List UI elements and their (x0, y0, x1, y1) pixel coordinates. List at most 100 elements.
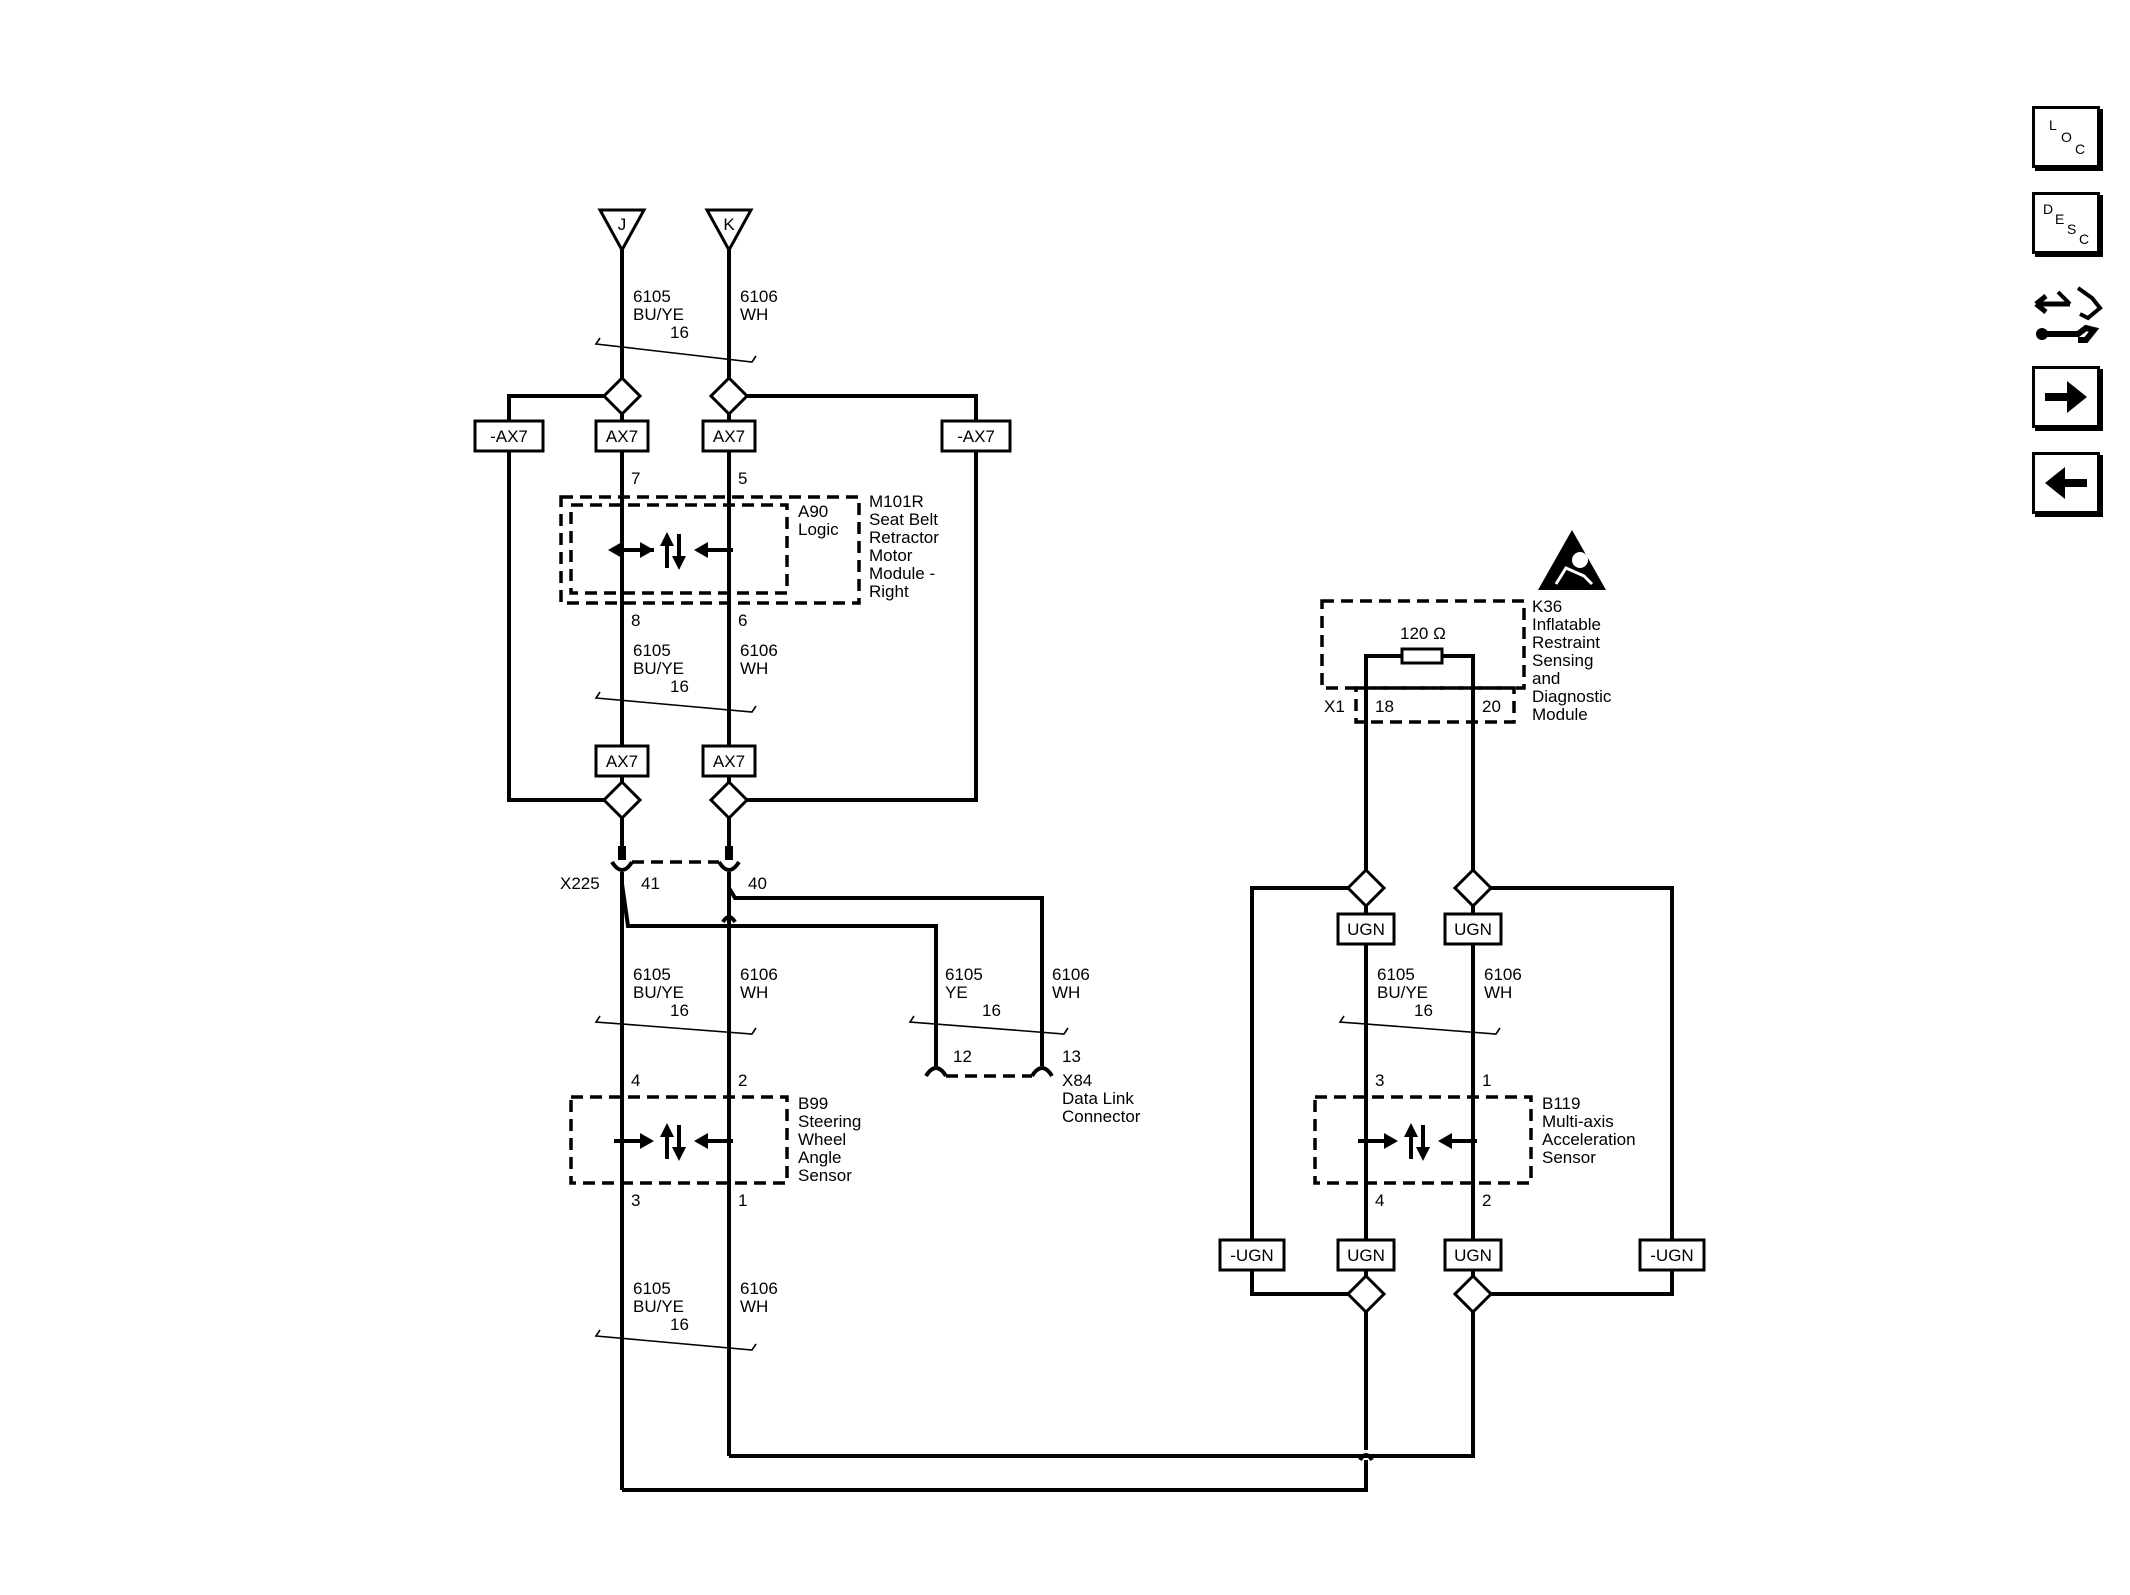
svg-text:WH: WH (740, 1297, 768, 1316)
svg-text:UGN: UGN (1347, 920, 1385, 939)
option-box-ugn: UGN (1443, 912, 1503, 946)
pin-label: 7 (631, 469, 640, 488)
svg-text:X1: X1 (1324, 697, 1345, 716)
svg-text:13: 13 (1062, 1047, 1081, 1066)
svg-text:AX7: AX7 (713, 752, 745, 771)
offpage-connector-j[interactable]: J (597, 208, 647, 254)
loc-button[interactable]: L O C (2032, 106, 2100, 168)
offpage-connector-k[interactable]: K (704, 208, 754, 254)
option-box-ax7: AX7 (594, 744, 650, 778)
option-box-ax7: AX7 (701, 419, 757, 453)
svg-text:X225: X225 (560, 874, 600, 893)
svg-text:A90: A90 (798, 502, 828, 521)
connector-tools-button[interactable] (2030, 278, 2104, 346)
svg-text:16: 16 (670, 1315, 689, 1334)
svg-text:41: 41 (641, 874, 660, 893)
svg-text:BU/YE: BU/YE (633, 1297, 684, 1316)
svg-text:BU/YE: BU/YE (633, 983, 684, 1002)
b99-steering-wheel-angle-sensor: B99 Steering Wheel Angle Sensor (569, 1094, 861, 1185)
svg-text:3: 3 (631, 1191, 640, 1210)
option-box-ugn: UGN (1336, 912, 1396, 946)
b119-multi-axis-acceleration-sensor: B119 Multi-axis Acceleration Sensor (1313, 1094, 1636, 1185)
pin-label: 5 (738, 469, 747, 488)
svg-text:-UGN: -UGN (1650, 1246, 1693, 1265)
svg-text:K: K (723, 215, 735, 234)
desc-button[interactable]: D E S C (2032, 192, 2100, 254)
previous-page-button[interactable] (2032, 452, 2100, 514)
svg-text:Diagnostic: Diagnostic (1532, 687, 1612, 706)
svg-text:WH: WH (740, 659, 768, 678)
svg-text:Seat Belt: Seat Belt (869, 510, 938, 529)
arrow-left-icon (2045, 467, 2087, 499)
svg-text:Wheel: Wheel (798, 1130, 846, 1149)
svg-text:Module -: Module - (869, 564, 935, 583)
m101r-module: A90 Logic M101R Seat Belt Retractor Moto… (559, 492, 939, 605)
wire-gauge-label: 16 (670, 323, 689, 342)
svg-text:YE: YE (945, 983, 968, 1002)
svg-text:WH: WH (1052, 983, 1080, 1002)
svg-text:6106: 6106 (1484, 965, 1522, 984)
svg-text:1: 1 (738, 1191, 747, 1210)
svg-text:6105: 6105 (945, 965, 983, 984)
svg-text:16: 16 (982, 1001, 1001, 1020)
svg-text:40: 40 (748, 874, 767, 893)
svg-text:3: 3 (1375, 1071, 1384, 1090)
svg-text:B119: B119 (1542, 1094, 1580, 1113)
svg-text:18: 18 (1375, 697, 1394, 716)
option-box-ugn: UGN (1443, 1238, 1503, 1272)
splice-diamond (601, 375, 643, 417)
svg-text:BU/YE: BU/YE (1377, 983, 1428, 1002)
svg-text:WH: WH (1484, 983, 1512, 1002)
airbag-warning-icon (1538, 530, 1606, 590)
arrow-right-icon (2045, 381, 2087, 413)
svg-text:4: 4 (631, 1071, 640, 1090)
wire-6106-label: 6106 (740, 287, 778, 306)
wire-6105-label: 6105 (633, 287, 671, 306)
svg-text:6105: 6105 (633, 1279, 671, 1298)
svg-text:Sensing: Sensing (1532, 651, 1593, 670)
svg-text:UGN: UGN (1347, 1246, 1385, 1265)
svg-text:2: 2 (738, 1071, 747, 1090)
svg-text:Restraint: Restraint (1532, 633, 1600, 652)
svg-text:6105: 6105 (633, 965, 671, 984)
svg-text:Module: Module (1532, 705, 1588, 724)
option-box-ax7: AX7 (594, 419, 650, 453)
svg-text:and: and (1532, 669, 1560, 688)
svg-text:2: 2 (1482, 1191, 1491, 1210)
svg-text:1: 1 (1482, 1071, 1491, 1090)
svg-text:120 Ω: 120 Ω (1400, 624, 1446, 643)
svg-text:12: 12 (953, 1047, 972, 1066)
svg-text:UGN: UGN (1454, 920, 1492, 939)
svg-text:Logic: Logic (798, 520, 839, 539)
svg-text:6106: 6106 (740, 965, 778, 984)
svg-text:-AX7: -AX7 (957, 427, 995, 446)
svg-text:AX7: AX7 (606, 752, 638, 771)
svg-text:AX7: AX7 (713, 427, 745, 446)
svg-text:-AX7: -AX7 (490, 427, 528, 446)
svg-text:J: J (618, 215, 627, 234)
svg-text:6106: 6106 (740, 641, 778, 660)
splice-diamond (601, 779, 643, 821)
svg-text:6106: 6106 (1052, 965, 1090, 984)
wire-color-label: WH (740, 305, 768, 324)
svg-text:B99: B99 (798, 1094, 828, 1113)
pin-label: 6 (738, 611, 747, 630)
svg-text:Steering: Steering (798, 1112, 861, 1131)
svg-text:M101R: M101R (869, 492, 924, 511)
pin-label: 8 (631, 611, 640, 630)
svg-text:Motor: Motor (869, 546, 913, 565)
svg-text:Angle: Angle (798, 1148, 841, 1167)
option-box-nax7: -AX7 (473, 419, 545, 453)
connector-x84: 12 13 X84 Data Link Connector (924, 1047, 1141, 1126)
svg-text:20: 20 (1482, 697, 1501, 716)
k36-sensing-diagnostic-module: 120 Ω K36 Inflatable Restraint Sensing a… (1320, 597, 1612, 724)
option-box-nax7: -AX7 (940, 419, 1012, 453)
connector-x225: X225 41 40 (560, 846, 767, 893)
wire-color-label: BU/YE (633, 305, 684, 324)
svg-text:UGN: UGN (1454, 1246, 1492, 1265)
option-box-nugn: -UGN (1218, 1238, 1286, 1272)
svg-text:Inflatable: Inflatable (1532, 615, 1601, 634)
svg-text:Right: Right (869, 582, 909, 601)
next-page-button[interactable] (2032, 366, 2100, 428)
option-box-nugn: -UGN (1638, 1238, 1706, 1272)
